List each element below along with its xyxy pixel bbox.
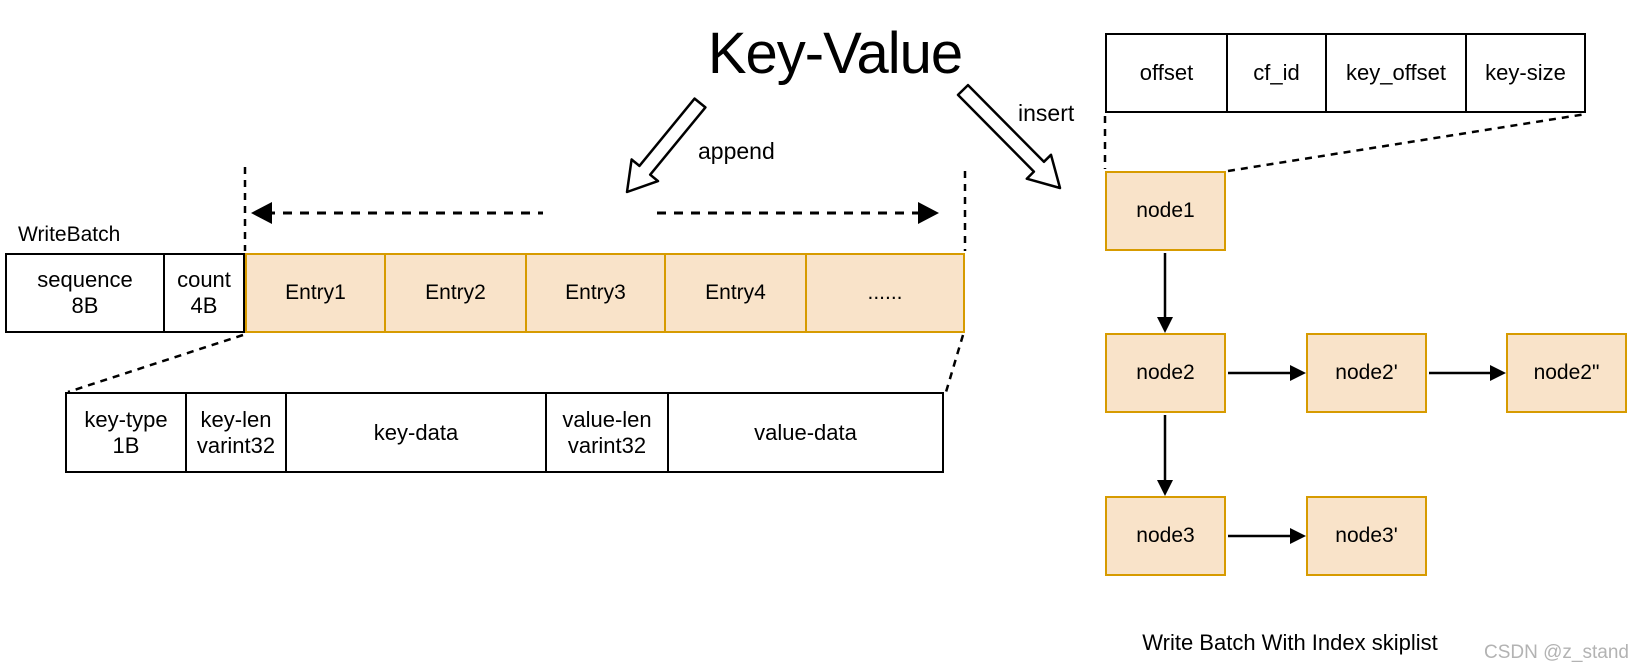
arrow-node1-node2-head-icon bbox=[1157, 317, 1173, 333]
entry-cell-2: Entry2 bbox=[384, 253, 527, 333]
index-entry-cell-key-offset: key_offset bbox=[1325, 33, 1467, 113]
index-zoom-dashed-right bbox=[1227, 112, 1587, 173]
entry-layout-cell-key-len: key-len varint32 bbox=[185, 392, 287, 473]
entry-layout-cell-value-len: value-len varint32 bbox=[545, 392, 669, 473]
entry-zoom-dashed-right bbox=[944, 334, 965, 393]
index-entry-cell-offset: offset bbox=[1105, 33, 1228, 113]
entry-layout-cell-value-data: value-data bbox=[667, 392, 944, 473]
insert-arrow-icon bbox=[956, 83, 1062, 190]
arrow-node3-node3p-head-icon bbox=[1290, 528, 1306, 544]
writebatch-cell-sequence: sequence 8B bbox=[5, 253, 165, 333]
entry-cell-more: ...... bbox=[805, 253, 965, 333]
page-title: Key-Value bbox=[707, 21, 963, 86]
entries-extent-right-arrowhead-icon bbox=[918, 202, 939, 224]
entry-cell-3: Entry3 bbox=[525, 253, 666, 333]
entries-extent-left-arrowhead-icon bbox=[251, 202, 272, 224]
watermark: CSDN @z_stand bbox=[1484, 642, 1629, 663]
entry-layout-cell-key-data: key-data bbox=[285, 392, 547, 473]
index-entry-cell-key-size: key-size bbox=[1465, 33, 1586, 113]
skiplist-node2: node2 bbox=[1105, 333, 1226, 413]
entry-layout-cell-key-type: key-type 1B bbox=[65, 392, 187, 473]
writebatch-label: WriteBatch bbox=[18, 223, 121, 246]
entry-cell-1: Entry1 bbox=[245, 253, 386, 333]
insert-label: insert bbox=[1018, 100, 1075, 126]
arrow-node2-node2p-head-icon bbox=[1290, 365, 1306, 381]
skiplist-node3: node3 bbox=[1105, 496, 1226, 576]
writebatch-cell-count: count 4B bbox=[163, 253, 245, 333]
skiplist-node2-prime: node2' bbox=[1306, 333, 1427, 413]
append-label: append bbox=[698, 138, 775, 164]
index-entry-cell-cf-id: cf_id bbox=[1226, 33, 1327, 113]
entry-cell-4: Entry4 bbox=[664, 253, 807, 333]
entry-zoom-dashed-left bbox=[67, 333, 244, 394]
skiplist-caption: Write Batch With Index skiplist bbox=[1142, 630, 1438, 655]
skiplist-node3-prime: node3' bbox=[1306, 496, 1427, 576]
skiplist-node1: node1 bbox=[1105, 171, 1226, 251]
skiplist-node2-double-prime: node2" bbox=[1506, 333, 1627, 413]
append-arrow-icon bbox=[625, 97, 707, 194]
arrow-node2-node3-head-icon bbox=[1157, 480, 1173, 496]
arrow-node2p-node2pp-head-icon bbox=[1490, 365, 1506, 381]
